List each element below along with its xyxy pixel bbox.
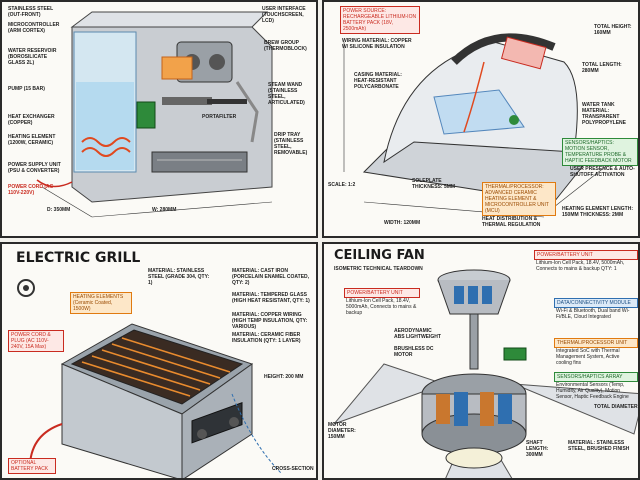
- label-scale: SCALE: 1:2: [328, 182, 356, 188]
- label-battery: OPTIONAL BATTERY PACK: [8, 458, 56, 474]
- grill-title: ELECTRIC GRILL: [16, 250, 141, 266]
- iron-panel: POWER SOURCE: RECHARGEABLE LITHIUM-ION B…: [322, 0, 640, 238]
- label-blade-material: AERODYNAMIC ABS LIGHTWEIGHT: [394, 328, 441, 340]
- label-ceramic: MATERIAL: CERAMIC FIBER INSULATION (QTY:…: [232, 332, 301, 344]
- label-power-battery-top: POWER/BATTERY UNIT: [534, 250, 638, 260]
- label-portafilter: PORTAFILTER: [202, 114, 237, 120]
- label-ui: USER INTERFACE (TOUCHSCREEN, LCD): [262, 6, 306, 24]
- label-power-cord-plug: POWER CORD & PLUG (AC 110V-240V, 15A Max…: [8, 330, 64, 352]
- label-total-length: TOTAL LENGTH: 280mm: [582, 62, 622, 74]
- label-soleplate: SOLEPLATE THICKNESS: 5mm: [412, 178, 456, 190]
- ceiling-fan-illustration: [332, 269, 638, 478]
- label-sensors: SENSORS/HAPTICS: MOTION SENSOR, TEMPERAT…: [562, 138, 638, 166]
- label-brew-group: BREW GROUP (THERMOBLOCK): [264, 40, 307, 52]
- label-data-module-detail: Wi-Fi & Bluetooth, Dual band Wi-Fi/BLE, …: [556, 308, 630, 320]
- label-motor: BRUSHLESS DC MOTOR: [394, 346, 434, 358]
- label-iron-width: WIDTH: 120mm: [384, 220, 421, 226]
- label-copper-wiring: MATERIAL: COPPER WIRING (High Temp Insul…: [232, 312, 308, 330]
- label-wiring: WIRING MATERIAL: COPPER W/ SILICONE INSU…: [342, 38, 412, 50]
- fan-subtitle: ISOMETRIC TECHNICAL TEARDOWN: [334, 266, 423, 272]
- label-thermal-unit: THERMAL/PROCESSOR UNIT: [554, 338, 638, 348]
- label-sensors-array-detail: Environmental Sensors (Temp, Humidity, A…: [556, 382, 629, 400]
- espresso-machine-illustration: [36, 11, 273, 218]
- label-steam-wand: STEAM WAND (STAINLESS STEEL, ARTICULATED…: [268, 82, 305, 106]
- label-reservoir: WATER RESERVOIR (BOROSILICATE GLASS 2L): [8, 48, 57, 66]
- label-total-height: TOTAL HEIGHT: 160mm: [594, 24, 632, 36]
- grill-panel: ELECTRIC GRILL: [0, 242, 318, 480]
- label-heating-elements: HEATING ELEMENTS (Ceramic Coated, 1500W): [70, 292, 132, 314]
- label-heating-length: HEATING ELEMENT LENGTH: 150mm THICKNESS:…: [562, 206, 634, 218]
- label-brushed-material: MATERIAL: STAINLESS STEEL, BRUSHED FINIS…: [568, 440, 630, 452]
- label-cross-section: CROSS-SECTION: [272, 466, 314, 472]
- label-power-battery-left-detail: Lithium-Ion Cell Pack, 18.4V, 5000mAh, C…: [346, 298, 417, 316]
- label-pump: PUMP (15 BAR): [8, 86, 45, 92]
- label-casing: CASING MATERIAL: HEAT-RESISTANT POLYCARB…: [354, 72, 402, 90]
- label-stainless-steel: MATERIAL: STAINLESS STEEL (Grade 304, QT…: [148, 268, 210, 286]
- label-water-tank: WATER TANK MATERIAL: TRANSPARENT POLYPRO…: [582, 102, 626, 126]
- label-grill-height: HEIGHT: 200 mm: [264, 374, 304, 380]
- label-thermal-unit-detail: Integrated SoC with Thermal Management S…: [556, 348, 620, 366]
- label-power-battery-top-detail: Lithium-Ion Cell Pack, 18.4V, 5000mAh, C…: [536, 260, 625, 272]
- fan-title: CEILING FAN: [334, 248, 425, 263]
- label-tempered-glass: MATERIAL: TEMPERED GLASS (High Heat Resi…: [232, 292, 310, 304]
- label-sensors-array: SENSORS/HAPTICS ARRAY: [554, 372, 638, 382]
- label-heating-element: HEATING ELEMENT (1200W, CERAMIC): [8, 134, 56, 146]
- grill-illustration: [17, 279, 283, 478]
- label-motor-diameter: MOTOR DIAMETER: 150mm: [328, 422, 356, 440]
- label-psu: POWER SUPPLY UNIT (PSU & CONVERTER): [8, 162, 61, 174]
- label-thermal: THERMAL/PROCESSOR: ADVANCED CERAMIC HEAT…: [482, 182, 556, 216]
- label-data-module: DATA/CONNECTIVITY MODULE: [554, 298, 638, 308]
- label-cast-iron: MATERIAL: CAST IRON (Porcelain Enamel Co…: [232, 268, 310, 286]
- label-total-diameter: TOTAL DIAMETER: [594, 404, 638, 410]
- label-power-cord: POWER CORD (AC 110V-220V): [8, 184, 54, 196]
- label-shaft-length: SHAFT LENGTH: 300mm: [526, 440, 549, 458]
- label-depth: D: 350mm: [47, 207, 71, 213]
- label-heat-distribution: HEAT DISTRIBUTION & THERMAL REGULATION: [482, 216, 541, 228]
- label-user-presence: USER PRESENCE & AUTO-SHUTOFF ACTIVATION: [570, 166, 635, 178]
- label-microcontroller: MICROCONTROLLER (ARM CORTEX): [8, 22, 60, 34]
- label-heat-exchanger: HEAT EXCHANGER (COPPER): [8, 114, 55, 126]
- label-power-battery-left: POWER/BATTERY UNIT: [344, 288, 420, 298]
- espresso-panel: STAINLESS STEEL (OUT-FRONT) MICROCONTROL…: [0, 0, 318, 238]
- label-drip-tray: DRIP TRAY (STAINLESS STEEL, REMOVABLE): [274, 132, 308, 156]
- label-width: W: 280mm: [152, 207, 177, 213]
- fan-panel: CEILING FAN ISOMETRIC TECHNICAL TEARDOWN: [322, 242, 640, 480]
- label-power-source: POWER SOURCE: RECHARGEABLE LITHIUM-ION B…: [340, 6, 420, 34]
- gear-icon: [17, 279, 35, 297]
- label-stainless: STAINLESS STEEL (OUT-FRONT): [8, 6, 54, 18]
